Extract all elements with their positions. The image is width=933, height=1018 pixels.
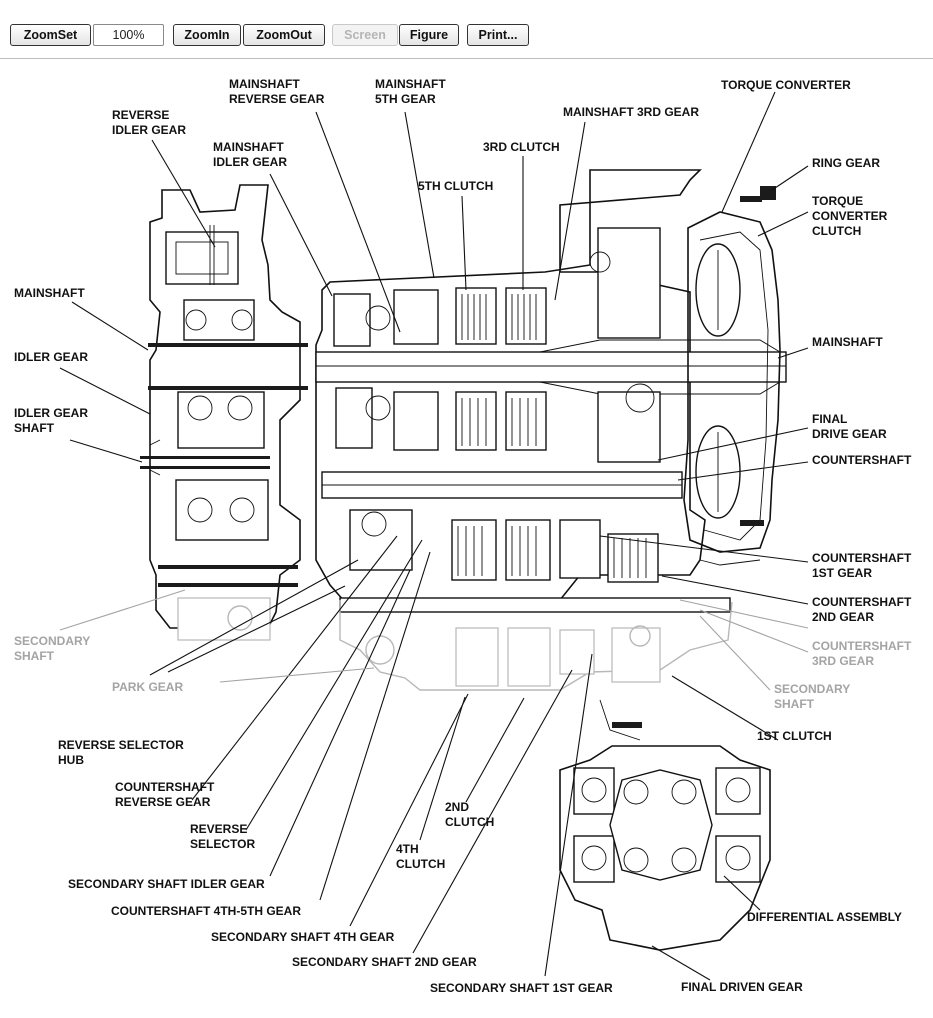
label-countershaft-2nd-gear: COUNTERSHAFT 2ND GEAR xyxy=(812,595,915,624)
label-countershaft-1st-gear: COUNTERSHAFT 1ST GEAR xyxy=(812,551,915,580)
zoom-level-input[interactable] xyxy=(93,24,164,46)
label-countershaft-4th-5th-gear: COUNTERSHAFT 4TH-5TH GEAR xyxy=(111,904,301,918)
label-secondary-shaft-right: SECONDARY SHAFT xyxy=(774,682,853,711)
label-reverse-selector-hub: REVERSE SELECTOR HUB xyxy=(58,738,187,767)
differential-drawing xyxy=(559,699,771,951)
faint-leader-lines xyxy=(59,589,809,691)
label-final-driven-gear: FINAL DRIVEN GEAR xyxy=(681,980,803,994)
label-5th-clutch: 5TH CLUTCH xyxy=(418,179,493,193)
secondary-shaft-drawing xyxy=(339,600,733,691)
label-1st-clutch: 1ST CLUTCH xyxy=(757,729,832,743)
screen-button: Screen xyxy=(332,24,398,46)
label-countershaft-3rd-gear: COUNTERSHAFT 3RD GEAR xyxy=(812,639,915,668)
label-countershaft-reverse-gear: COUNTERSHAFT REVERSE GEAR xyxy=(115,780,218,809)
print-button[interactable]: Print... xyxy=(467,24,529,46)
callout-labels: REVERSE IDLER GEAR MAINSHAFT REVERSE GEA… xyxy=(14,77,915,995)
label-mainshaft-3rd-gear: MAINSHAFT 3RD GEAR xyxy=(563,105,699,119)
label-mainshaft-reverse-gear: MAINSHAFT REVERSE GEAR xyxy=(229,77,325,106)
main-case-drawing xyxy=(315,169,787,613)
label-secondary-shaft-4th-gear: SECONDARY SHAFT 4TH GEAR xyxy=(211,930,395,944)
viewer-toolbar: ZoomSet ZoomIn ZoomOut Screen Figure Pri… xyxy=(0,0,933,59)
label-2nd-clutch: 2ND CLUTCH xyxy=(445,800,494,829)
label-torque-converter: TORQUE CONVERTER xyxy=(721,78,851,92)
label-mainshaft-5th-gear: MAINSHAFT 5TH GEAR xyxy=(375,77,449,106)
label-reverse-selector: REVERSE SELECTOR xyxy=(190,822,255,851)
label-reverse-idler-gear: REVERSE IDLER GEAR xyxy=(112,108,186,137)
label-mainshaft-idler-gear: MAINSHAFT IDLER GEAR xyxy=(213,140,287,169)
label-differential-assembly: DIFFERENTIAL ASSEMBLY xyxy=(747,910,902,924)
label-final-drive-gear: FINAL DRIVE GEAR xyxy=(812,412,887,441)
label-secondary-shaft-1st-gear: SECONDARY SHAFT 1ST GEAR xyxy=(430,981,613,995)
label-secondary-shaft-idler-gear: SECONDARY SHAFT IDLER GEAR xyxy=(68,877,265,891)
label-secondary-shaft-left: SECONDARY SHAFT xyxy=(14,634,93,663)
zoomout-button[interactable]: ZoomOut xyxy=(243,24,325,46)
label-countershaft: COUNTERSHAFT xyxy=(812,453,912,467)
label-mainshaft-left: MAINSHAFT xyxy=(14,286,85,300)
label-torque-converter-clutch: TORQUE CONVERTER CLUTCH xyxy=(812,194,891,238)
label-secondary-shaft-2nd-gear: SECONDARY SHAFT 2ND GEAR xyxy=(292,955,477,969)
label-ring-gear: RING GEAR xyxy=(812,156,880,170)
transmission-cross-section-diagram: REVERSE IDLER GEAR MAINSHAFT REVERSE GEA… xyxy=(14,77,915,995)
leader-lines xyxy=(59,91,809,981)
label-park-gear: PARK GEAR xyxy=(112,680,183,694)
label-3rd-clutch: 3RD CLUTCH xyxy=(483,140,560,154)
figure-button[interactable]: Figure xyxy=(399,24,459,46)
left-housing-drawing xyxy=(140,184,308,641)
zoomset-button[interactable]: ZoomSet xyxy=(10,24,91,46)
label-idler-gear: IDLER GEAR xyxy=(14,350,88,364)
label-idler-gear-shaft: IDLER GEAR SHAFT xyxy=(14,406,91,435)
zoomin-button[interactable]: ZoomIn xyxy=(173,24,241,46)
label-mainshaft-right: MAINSHAFT xyxy=(812,335,883,349)
label-4th-clutch: 4TH CLUTCH xyxy=(396,842,445,871)
